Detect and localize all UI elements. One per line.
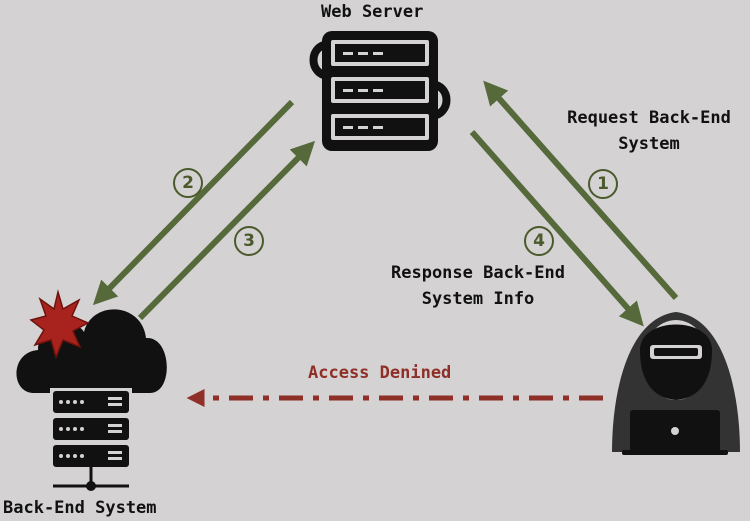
arrow-step-3 — [137, 140, 316, 321]
cloud-server-icon — [16, 309, 167, 491]
access-denied-label: Access Denined — [308, 363, 452, 383]
request-label-line-1: Request Back-End — [567, 108, 731, 128]
step-4-badge: 4 — [524, 226, 554, 256]
response-label-line-2: System Info — [421, 289, 535, 309]
arrow-step-4 — [469, 130, 644, 327]
request-label: Request Back-End System — [548, 105, 750, 157]
step-3-badge: 3 — [234, 226, 264, 256]
request-label-line-2: System — [618, 134, 680, 154]
arrow-step-2 — [92, 99, 295, 306]
web-server-label: Web Server — [321, 2, 424, 22]
step-2-badge: 2 — [173, 168, 203, 198]
response-label-line-1: Response Back-End — [391, 263, 565, 283]
explosion-icon — [29, 289, 90, 360]
response-label: Response Back-End System Info — [362, 260, 594, 312]
laptop-icon — [622, 410, 728, 455]
backend-label: Back-End System — [3, 498, 157, 518]
server-rack-icon — [309, 31, 451, 151]
arrow-step-1 — [483, 80, 679, 300]
step-1-badge: 1 — [588, 169, 618, 199]
